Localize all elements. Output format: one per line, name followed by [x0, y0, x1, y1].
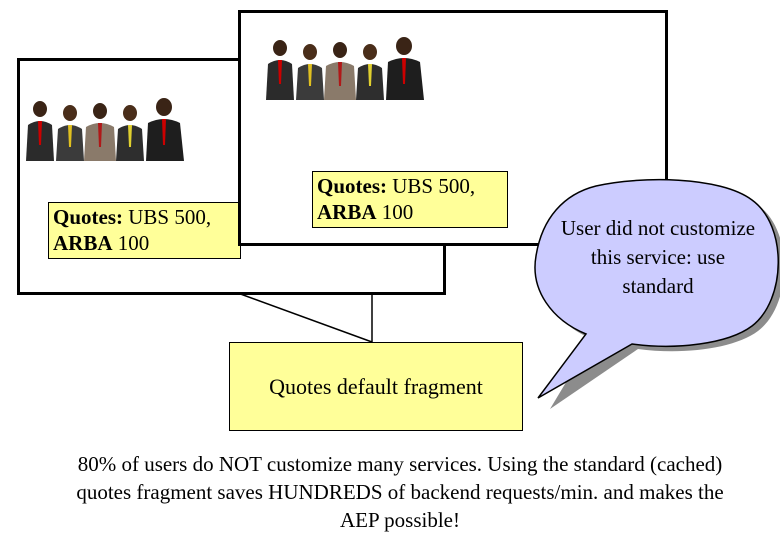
quote-value: 100 [381, 200, 414, 224]
quote-value: 100 [117, 231, 150, 255]
quote-symbol: ARBA [317, 200, 377, 224]
quote-label: Quotes: [317, 174, 387, 198]
quote-values-line1: UBS 500, [392, 174, 476, 198]
quote-values-line1: UBS 500, [128, 205, 212, 229]
businesspeople-clipart-icon [26, 98, 184, 161]
speech-bubble-text: User did not customize this service: use… [560, 216, 756, 298]
quotes-portlet-front: Quotes: UBS 500, ARBA 100 [312, 171, 508, 228]
quotes-portlet-back: Quotes: UBS 500, ARBA 100 [48, 202, 241, 259]
caption-text: 80% of users do NOT customize many servi… [76, 452, 724, 532]
speech-bubble-body [534, 178, 779, 399]
quote-symbol: ARBA [53, 231, 113, 255]
quotes-default-fragment-box: Quotes default fragment [229, 342, 523, 431]
quote-label: Quotes: [53, 205, 123, 229]
fragment-label: Quotes default fragment [269, 373, 483, 399]
businesspeople-clipart-icon [266, 37, 424, 100]
